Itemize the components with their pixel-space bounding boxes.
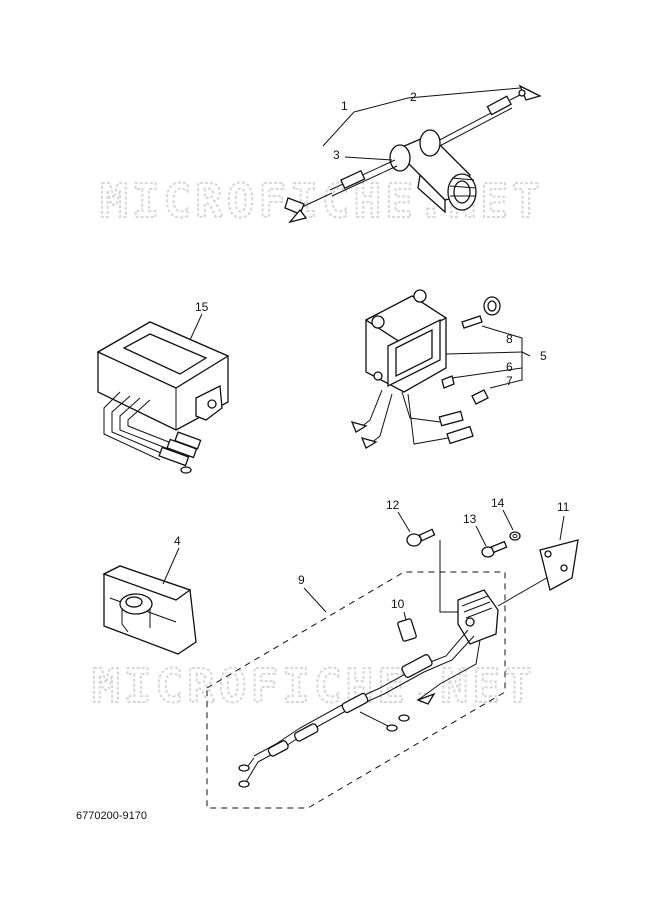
callout-7: 7 bbox=[506, 374, 513, 388]
callout-6: 6 bbox=[506, 360, 513, 374]
callout-15: 15 bbox=[195, 300, 209, 314]
part-15-unit[interactable] bbox=[96, 321, 230, 474]
callout-5: 5 bbox=[540, 349, 547, 363]
cable-assembly[interactable] bbox=[284, 84, 542, 224]
part-4-cover[interactable] bbox=[102, 565, 197, 655]
callout-9: 9 bbox=[298, 573, 305, 587]
part-11-plate[interactable] bbox=[539, 539, 579, 591]
callout-8: 8 bbox=[506, 332, 513, 346]
callout-12: 12 bbox=[386, 498, 400, 512]
part-12-bolt[interactable] bbox=[406, 528, 436, 547]
watermark-bottom: MICROFICHE.NET bbox=[92, 659, 536, 713]
diagram-code: 6770200-9170 bbox=[76, 810, 147, 822]
callout-1: 1 bbox=[341, 99, 348, 113]
callout-2: 2 bbox=[410, 90, 417, 104]
part-14-washer[interactable] bbox=[509, 531, 521, 541]
callout-3: 3 bbox=[333, 148, 340, 162]
part-5-unit[interactable] bbox=[350, 289, 501, 449]
rectifier-harness[interactable] bbox=[238, 540, 551, 788]
part-13-bolt[interactable] bbox=[481, 540, 508, 558]
callout-14: 14 bbox=[491, 496, 505, 510]
part-10-fuse[interactable] bbox=[397, 618, 417, 642]
callout-10: 10 bbox=[391, 597, 405, 611]
callout-4: 4 bbox=[174, 534, 181, 548]
callout-13: 13 bbox=[463, 512, 477, 526]
callout-11: 11 bbox=[557, 500, 570, 514]
watermark-top: MICROFICHE.NET bbox=[100, 174, 544, 228]
